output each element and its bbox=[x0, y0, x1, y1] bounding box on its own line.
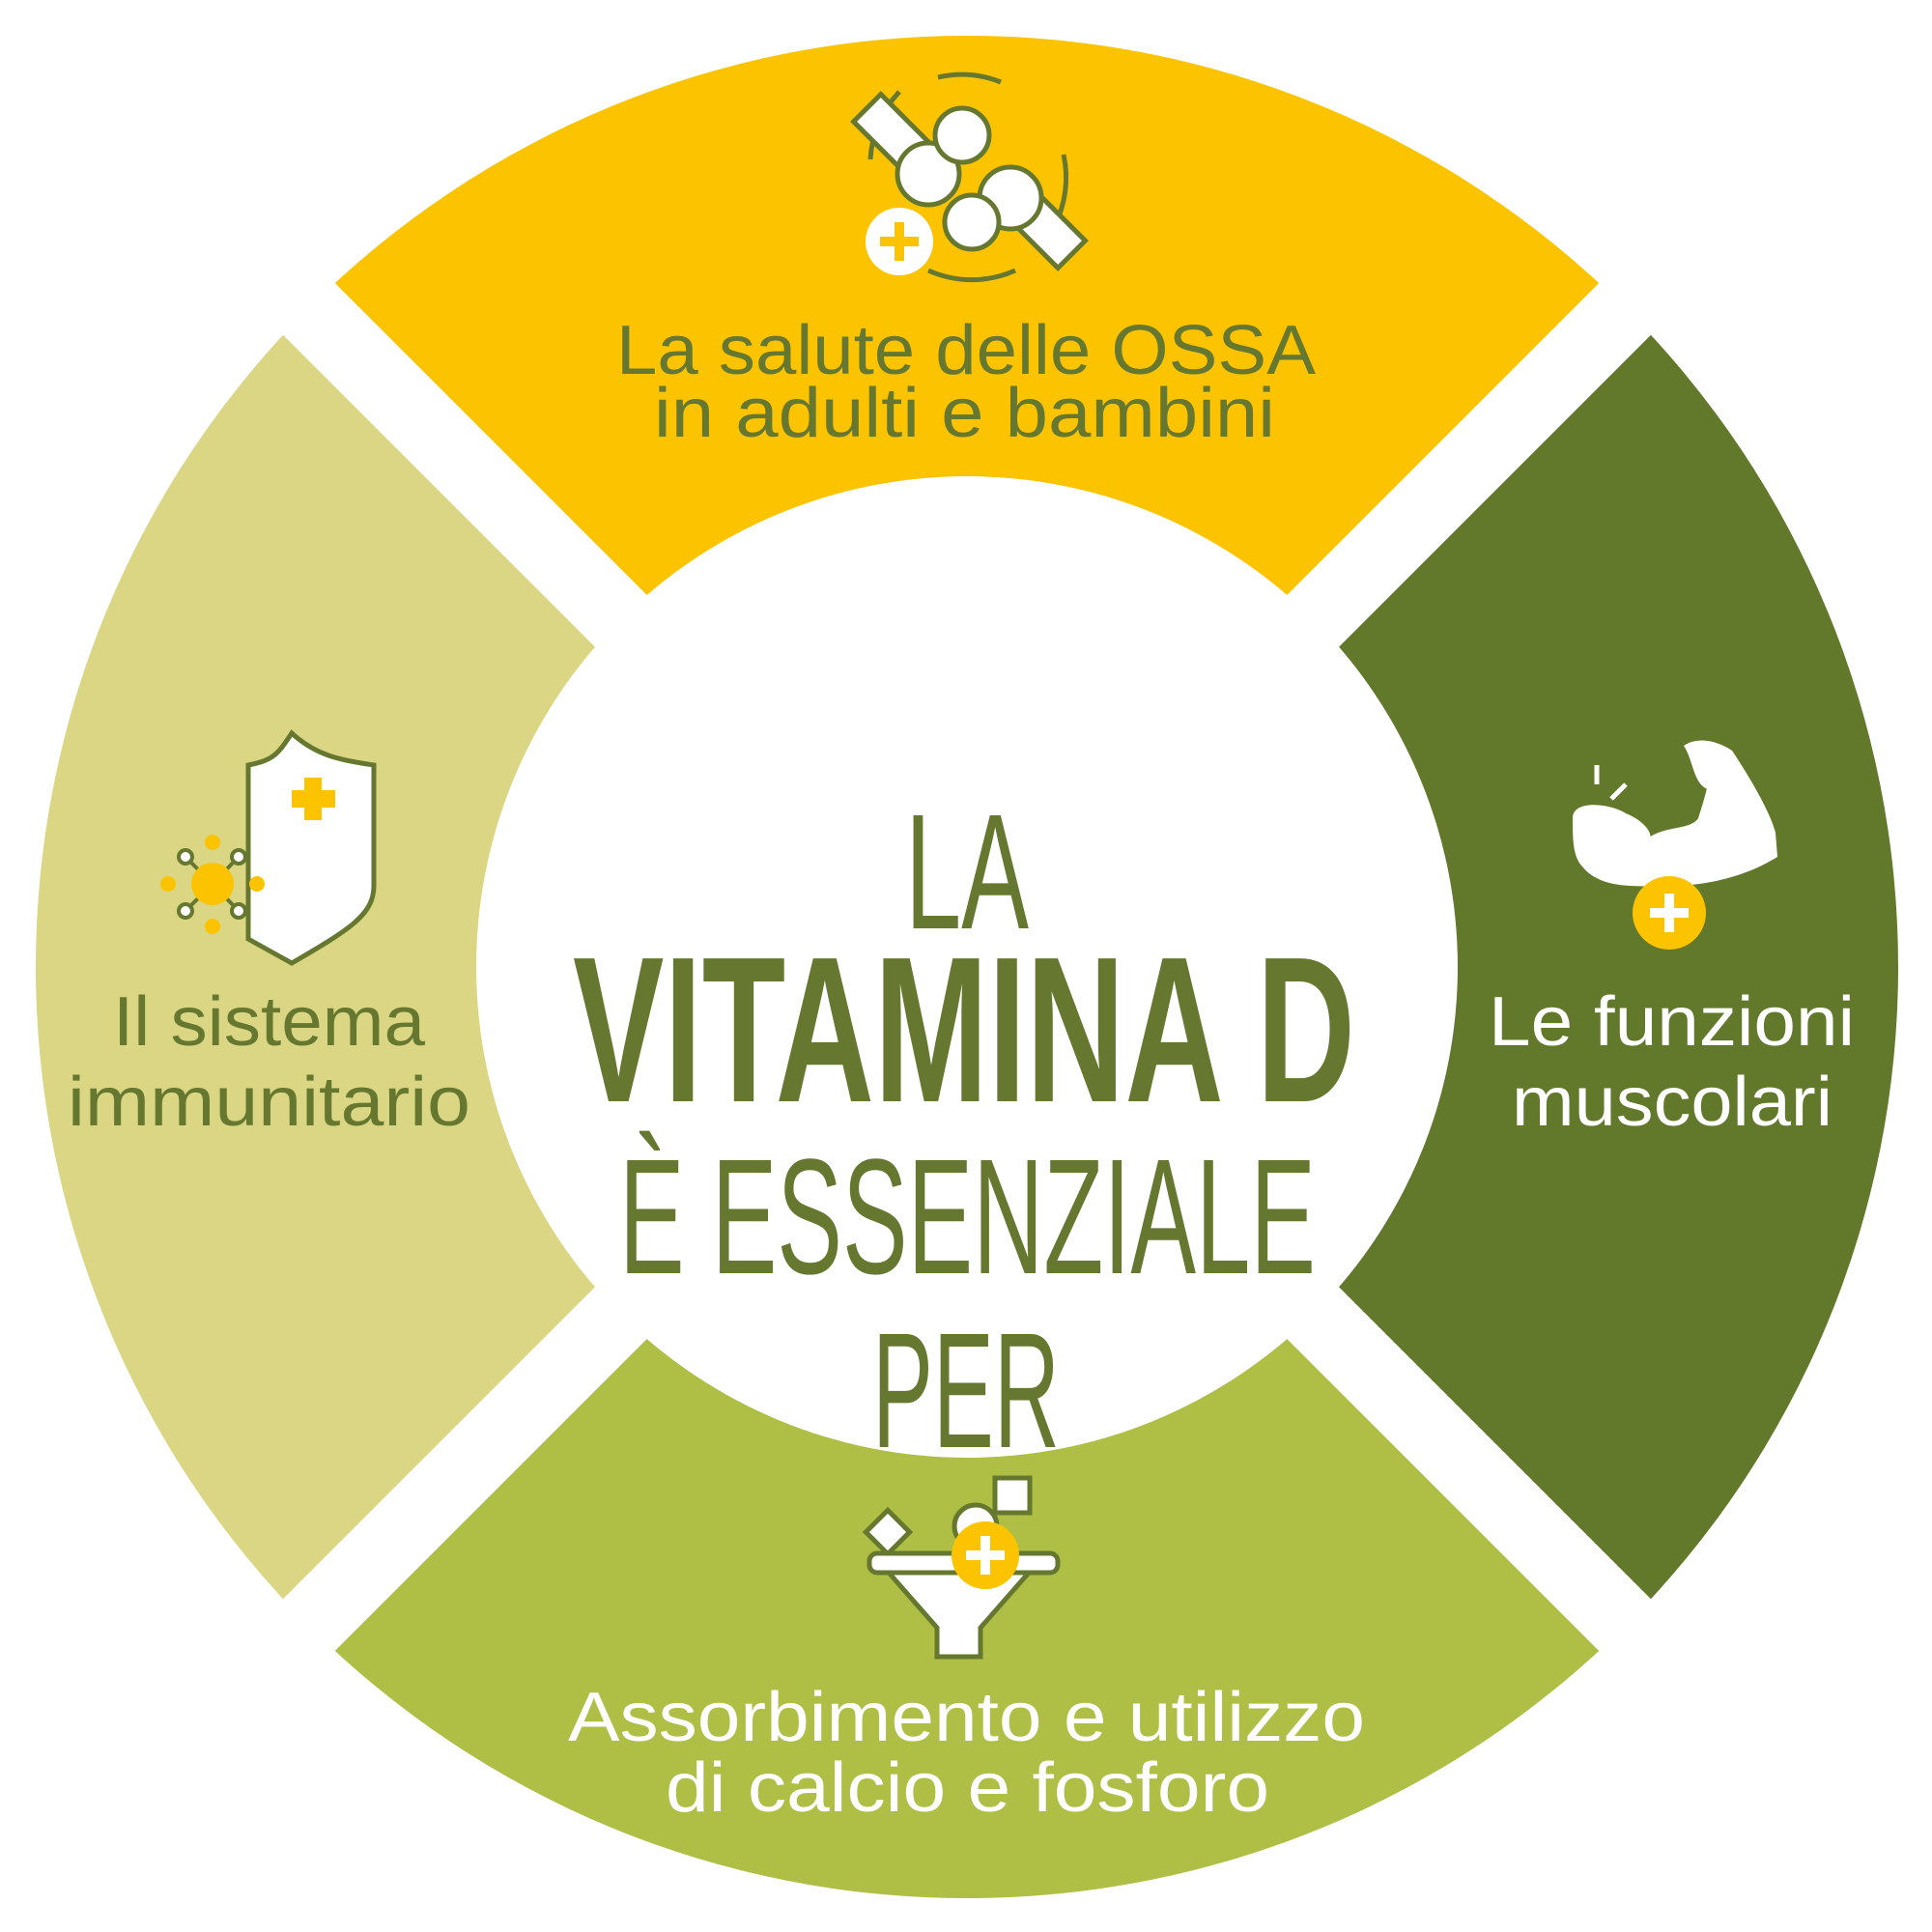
right-label-line-1: Le funzioni bbox=[1489, 983, 1855, 1061]
bones-icon bbox=[850, 71, 1089, 283]
center-circle bbox=[476, 476, 1458, 1458]
center-line-1: LA bbox=[905, 781, 1029, 964]
bottom-label-line-2: di calcio e fosforo bbox=[666, 1749, 1269, 1827]
center-line-3: È ESSENZIALE bbox=[619, 1125, 1316, 1309]
bottom-label-line-1: Assorbimento e utilizzo bbox=[568, 1679, 1365, 1756]
center-line-4: PER bbox=[872, 1299, 1060, 1483]
center-title: VITAMINA D bbox=[573, 913, 1355, 1146]
funnel-icon bbox=[862, 1475, 1061, 1660]
top-label-line-2: in adulti e bambini bbox=[654, 375, 1275, 452]
muscle-arm-icon bbox=[1573, 740, 1777, 950]
left-label-line-1: Il sistema bbox=[113, 983, 426, 1061]
top-label-line-1: La salute delle OSSA bbox=[616, 312, 1316, 389]
shield-virus-icon bbox=[160, 729, 377, 966]
right-label-line-2: muscolari bbox=[1512, 1064, 1833, 1141]
left-label-line-2: immunitario bbox=[68, 1064, 470, 1141]
